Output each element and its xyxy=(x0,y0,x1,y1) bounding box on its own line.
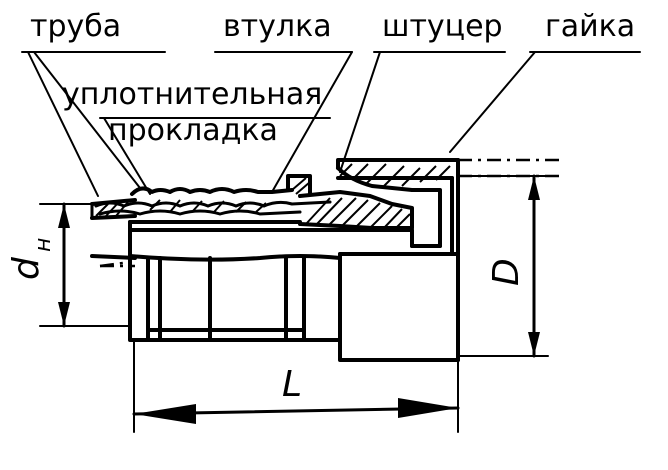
dn-arrow-bottom xyxy=(58,302,70,326)
dn-arrow-top xyxy=(58,204,70,228)
label-nut: гайка xyxy=(545,9,635,44)
dimension-dn: d н xyxy=(6,202,131,328)
dimension-L: L xyxy=(132,339,460,433)
dim-label-D: D xyxy=(486,258,527,286)
leader-lines xyxy=(27,51,536,197)
D-arrow-top xyxy=(528,176,540,200)
label-underlines xyxy=(21,51,641,119)
fitting-body xyxy=(128,190,414,342)
L-arrow-left xyxy=(134,404,196,424)
sleeve-and-gasket xyxy=(94,174,332,216)
nut xyxy=(336,158,460,362)
label-fitting: штуцер xyxy=(382,9,503,44)
label-sleeve: втулка xyxy=(223,9,332,44)
dim-label-dn: d xyxy=(6,256,47,280)
L-arrow-right xyxy=(398,398,458,418)
D-arrow-bottom xyxy=(528,332,540,356)
dimension-D: D xyxy=(457,174,549,358)
label-pipe: труба xyxy=(30,9,121,44)
dim-label-L: L xyxy=(282,364,302,405)
label-gasket-line1: уплотнительная xyxy=(62,77,322,112)
dim-label-dn-subscript: н xyxy=(31,238,56,252)
